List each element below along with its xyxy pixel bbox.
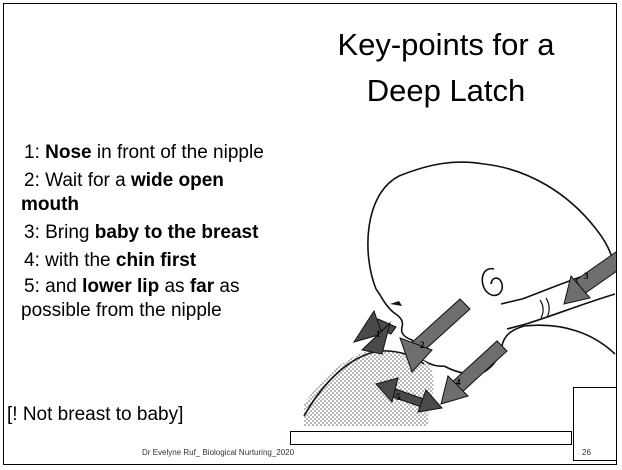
arrow-label-5: 5 xyxy=(396,392,401,402)
baby-head-outline xyxy=(368,162,615,289)
baby-back-outline xyxy=(524,325,615,354)
arrow-label-3: 3 xyxy=(584,271,589,281)
bullet-5-mid: as xyxy=(159,276,190,297)
bullet-5: 5: and lower lip as far as xyxy=(24,275,239,299)
bullet-3-bold: baby to the breast xyxy=(95,222,259,243)
arrow-2 xyxy=(400,299,470,372)
arrow-4 xyxy=(441,341,507,404)
page-number: 26 xyxy=(582,448,591,457)
baby-eye xyxy=(390,301,402,306)
bullet-5-bold-1: lower lip xyxy=(82,276,159,297)
arrow-label-4: 4 xyxy=(456,377,461,387)
bullet-3: 3: Bring baby to the breast xyxy=(24,221,258,245)
bullet-4-prefix: 4: with the xyxy=(24,250,116,271)
arrow-label-1: 1 xyxy=(376,329,381,339)
slide-title-line-2: Deep Latch xyxy=(296,73,596,109)
arrow-label-2: 2 xyxy=(420,340,425,350)
bullet-2-bold: wide open xyxy=(131,170,224,191)
bullet-2-prefix: 2: Wait for a xyxy=(24,170,131,191)
bullet-1-prefix: 1: xyxy=(24,142,45,163)
bullet-5-bold-2: far xyxy=(190,276,214,297)
bullet-1: 1: Nose in front of the nipple xyxy=(24,141,264,165)
bullet-4-bold: chin first xyxy=(116,250,196,271)
bullet-5-suffix: as xyxy=(214,276,239,297)
bullet-2: 2: Wait for a wide open xyxy=(24,169,224,193)
slide-title-line-1: Key-points for a xyxy=(296,27,596,63)
bullet-5-prefix: 5: and xyxy=(24,276,82,297)
bullet-3-prefix: 3: Bring xyxy=(24,222,95,243)
bullet-1-bold: Nose xyxy=(45,142,91,163)
white-bar-overlay xyxy=(290,431,572,445)
bullet-5-continuation: possible from the nipple xyxy=(21,299,222,323)
bullet-4: 4: with the chin first xyxy=(24,249,196,273)
baby-hand-lines xyxy=(540,298,549,318)
baby-ear xyxy=(482,269,502,296)
bullet-2-continuation: mouth xyxy=(21,193,79,217)
arrow-1 xyxy=(354,311,396,354)
white-box-overlay xyxy=(573,387,617,461)
slide-footer: Dr Evelyne Ruf_ Biological Nurturing_202… xyxy=(142,448,294,457)
slide-note: [! Not breast to baby] xyxy=(7,404,183,426)
bullet-2-cont-bold: mouth xyxy=(21,194,79,215)
slide: 1 2 3 4 5 Key-points for a Deep Latch 1:… xyxy=(3,3,617,465)
bullet-1-suffix: in front of the nipple xyxy=(92,142,264,163)
